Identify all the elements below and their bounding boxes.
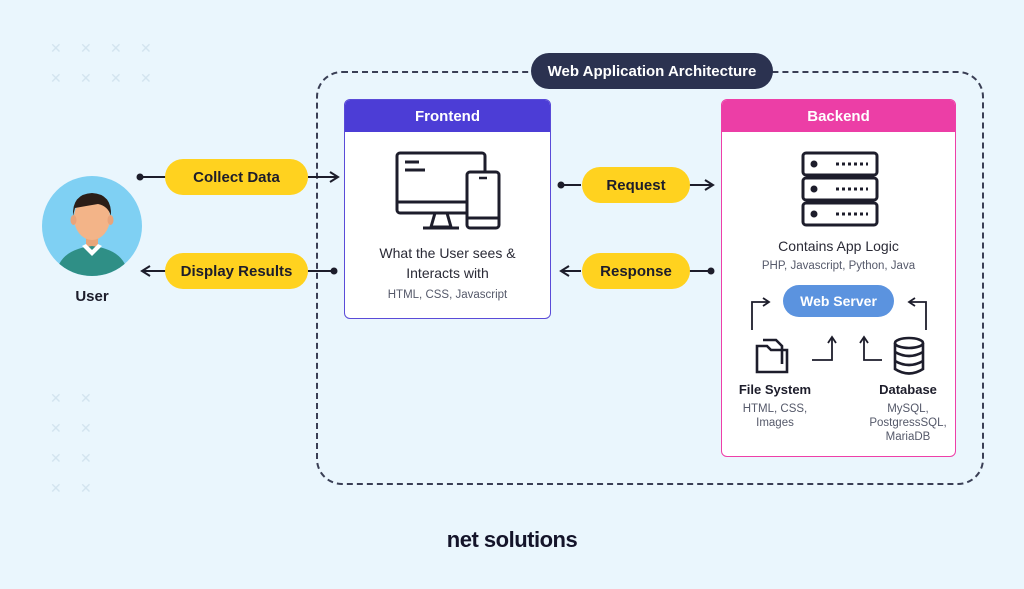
decorative-x-icon: ✕	[80, 71, 92, 87]
decorative-x-icon: ✕	[50, 451, 62, 467]
request-label: Request	[582, 167, 690, 203]
decorative-x-icon: ✕	[50, 41, 62, 57]
frontend-description-line1: What the User sees &	[379, 245, 516, 261]
decorative-x-icon: ✕	[50, 391, 62, 407]
user-flow-arrows	[136, 171, 340, 277]
database-line3: MariaDB	[885, 431, 931, 443]
frontend-title: Frontend	[345, 100, 550, 132]
architecture-title: Web Application Architecture	[531, 53, 773, 89]
database-line2: PostgressSQL,	[869, 417, 947, 429]
frontend-panel: Frontend What the User sees & Interacts …	[344, 99, 551, 319]
file-system-label: File System	[738, 382, 812, 397]
decorative-x-icon: ✕	[80, 481, 92, 497]
response-label: Response	[582, 253, 690, 289]
decorative-x-icon: ✕	[80, 391, 92, 407]
frontend-description-line2: Interacts with	[406, 265, 489, 281]
server-flow-arrows	[557, 179, 715, 277]
devices-icon	[395, 151, 501, 230]
backend-panel: Backend Contains App Logic PHP, Javascri…	[721, 99, 956, 457]
decorative-x-icon: ✕	[50, 421, 62, 437]
decorative-x-icon: ✕	[80, 421, 92, 437]
decorative-x-icon: ✕	[50, 71, 62, 87]
file-folder-icon	[755, 338, 789, 374]
user-avatar	[42, 176, 142, 276]
file-system-line1: HTML, CSS,	[742, 403, 808, 415]
database-label: Database	[879, 382, 937, 397]
database-line1: MySQL,	[887, 403, 929, 415]
backend-description: Contains App Logic	[778, 238, 899, 254]
backend-tech: PHP, Javascript, Python, Java	[761, 260, 916, 272]
decorative-x-icon: ✕	[110, 71, 122, 87]
decorative-x-icon: ✕	[140, 41, 152, 57]
server-rack-icon	[801, 151, 879, 227]
user-icon	[56, 193, 128, 276]
display-results-label: Display Results	[165, 253, 308, 289]
decorative-x-icon: ✕	[110, 41, 122, 57]
database-icon	[893, 336, 925, 375]
web-server-connectors	[751, 297, 927, 361]
decorative-x-icon: ✕	[80, 451, 92, 467]
decorative-x-icon: ✕	[50, 481, 62, 497]
backend-title: Backend	[722, 100, 955, 132]
frontend-tech: HTML, CSS, Javascript	[387, 289, 508, 301]
user-label: User	[75, 288, 109, 305]
file-system-line2: Images	[756, 417, 794, 429]
decorative-x-icon: ✕	[140, 71, 152, 87]
decorative-x-icon: ✕	[80, 41, 92, 57]
net-solutions-logo: net solutions	[446, 527, 578, 552]
collect-data-label: Collect Data	[165, 159, 308, 195]
web-server-badge: Web Server	[783, 285, 894, 317]
